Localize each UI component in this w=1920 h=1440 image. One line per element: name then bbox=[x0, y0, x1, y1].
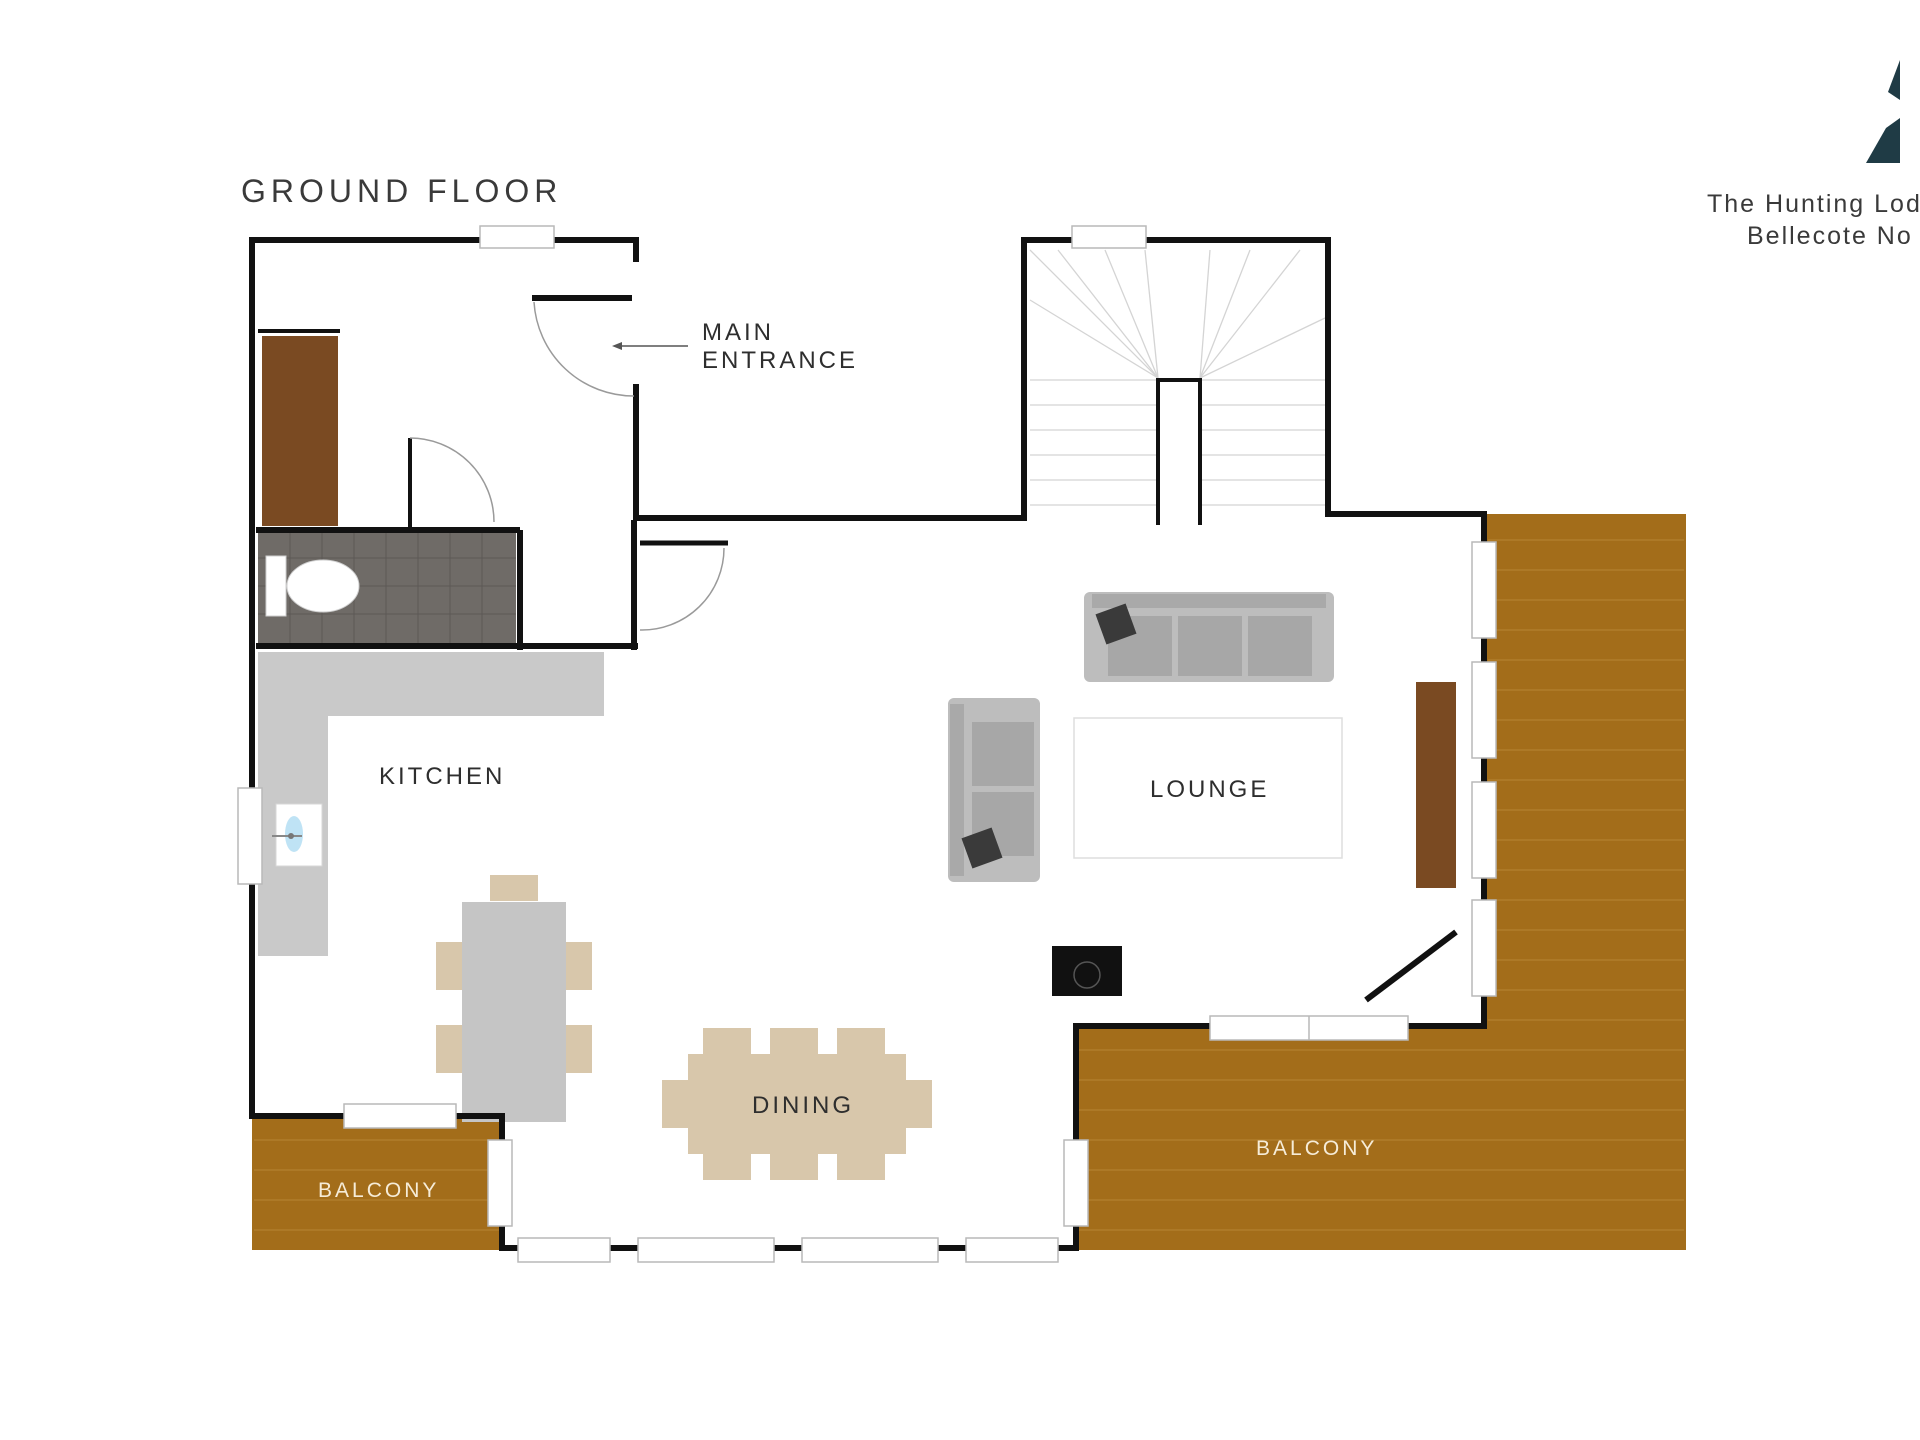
fireplace-icon bbox=[1052, 946, 1122, 996]
sofa-top bbox=[1084, 592, 1334, 682]
main-entrance-label-line1: MAIN bbox=[702, 319, 774, 346]
main-entrance-label-line2: ENTRANCE bbox=[702, 347, 858, 374]
brand-location: Bellecote No bbox=[1747, 222, 1913, 250]
floor-title: GROUND FLOOR bbox=[241, 173, 562, 209]
balcony-right-deck bbox=[1076, 514, 1686, 1250]
brand-name: The Hunting Lod bbox=[1707, 190, 1920, 218]
deck-planks bbox=[1078, 539, 1684, 1231]
closet bbox=[262, 336, 338, 526]
lounge-label: LOUNGE bbox=[1150, 776, 1269, 803]
walls bbox=[249, 237, 1487, 1251]
toilet-icon bbox=[265, 555, 360, 617]
dining-label: DINING bbox=[752, 1092, 854, 1119]
sink-icon bbox=[272, 816, 303, 852]
lounge-rug bbox=[1073, 717, 1343, 859]
tv-unit bbox=[1416, 682, 1456, 888]
dining-table bbox=[662, 1028, 932, 1180]
mountain-logo-icon bbox=[1866, 60, 1900, 163]
balcony-left-deck bbox=[252, 1116, 502, 1250]
entrance-arrow-icon bbox=[612, 342, 688, 350]
kitchen-label: KITCHEN bbox=[379, 763, 505, 790]
balcony-left-label: BALCONY bbox=[318, 1179, 439, 1202]
windows bbox=[237, 225, 1497, 1263]
kitchen-table bbox=[436, 875, 592, 1122]
staircase bbox=[1029, 249, 1326, 525]
door-swings bbox=[409, 301, 725, 631]
sofa-left bbox=[948, 698, 1040, 882]
balcony-right-label: BALCONY bbox=[1256, 1137, 1377, 1160]
